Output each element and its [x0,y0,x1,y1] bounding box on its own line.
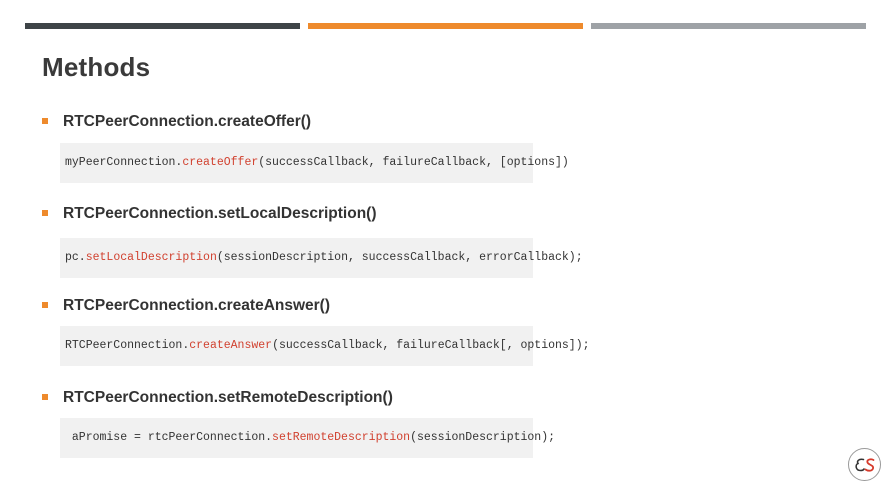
bullet-square [42,302,48,308]
accent-bar-gray [591,23,866,29]
code-prefix: myPeerConnection. [65,156,183,169]
code-method-name: setRemoteDescription [272,431,411,444]
code-suffix: (successCallback, failureCallback[, opti… [272,339,590,352]
code-suffix: (sessionDescription, successCallback, er… [216,251,583,264]
method-heading: RTCPeerConnection.setRemoteDescription() [63,389,393,406]
method-heading: RTCPeerConnection.setLocalDescription() [63,205,377,222]
method-heading: RTCPeerConnection.createOffer() [63,113,312,130]
code-suffix: (successCallback, failureCallback, [opti… [258,156,569,169]
code-block: myPeerConnection.createOffer(successCall… [60,143,569,183]
code-suffix: (sessionDescription); [410,431,556,444]
method-heading: RTCPeerConnection.createAnswer() [63,297,331,314]
es-logo-glyph [855,458,875,472]
code-prefix: pc. [65,251,86,264]
slide-title: Methods [42,52,151,82]
code-method-name: createOffer [182,156,259,169]
code-method-name: setLocalDescription [85,251,217,264]
code-prefix: aPromise = rtcPeerConnection. [65,431,273,444]
code-method-name: createAnswer [189,339,273,352]
bullet-square [42,210,48,216]
code-block: pc.setLocalDescription(sessionDescriptio… [60,238,583,278]
bullet-square [42,394,48,400]
code-block: RTCPeerConnection.createAnswer(successCa… [60,326,590,366]
code-block: aPromise = rtcPeerConnection.setRemoteDe… [60,418,555,458]
bullet-square [42,118,48,124]
code-prefix: RTCPeerConnection. [65,339,190,352]
accent-bar-orange [308,23,583,29]
es-logo-icon [848,448,881,481]
accent-bar-dark [25,23,300,29]
